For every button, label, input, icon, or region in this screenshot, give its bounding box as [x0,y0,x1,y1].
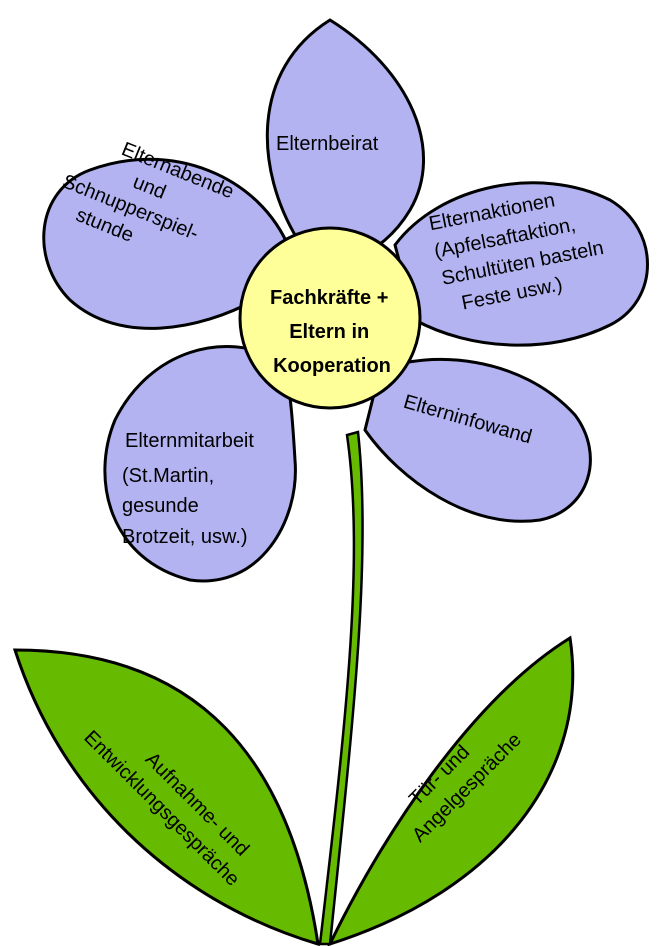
petal-line: Elternmitarbeit [125,430,254,452]
center-line: Eltern in [289,321,369,343]
center-line: Kooperation [273,355,391,377]
petal-top-label: Elternbeirat [276,133,379,155]
center-line: Fachkräfte + [270,287,388,309]
petal-line: (St.Martin, [122,465,214,487]
petal-line: Brotzeit, usw.) [122,526,248,548]
petal-line: gesunde [122,495,199,517]
flower-center [240,228,420,408]
petal-lower-right [365,359,590,521]
stem [320,432,363,944]
